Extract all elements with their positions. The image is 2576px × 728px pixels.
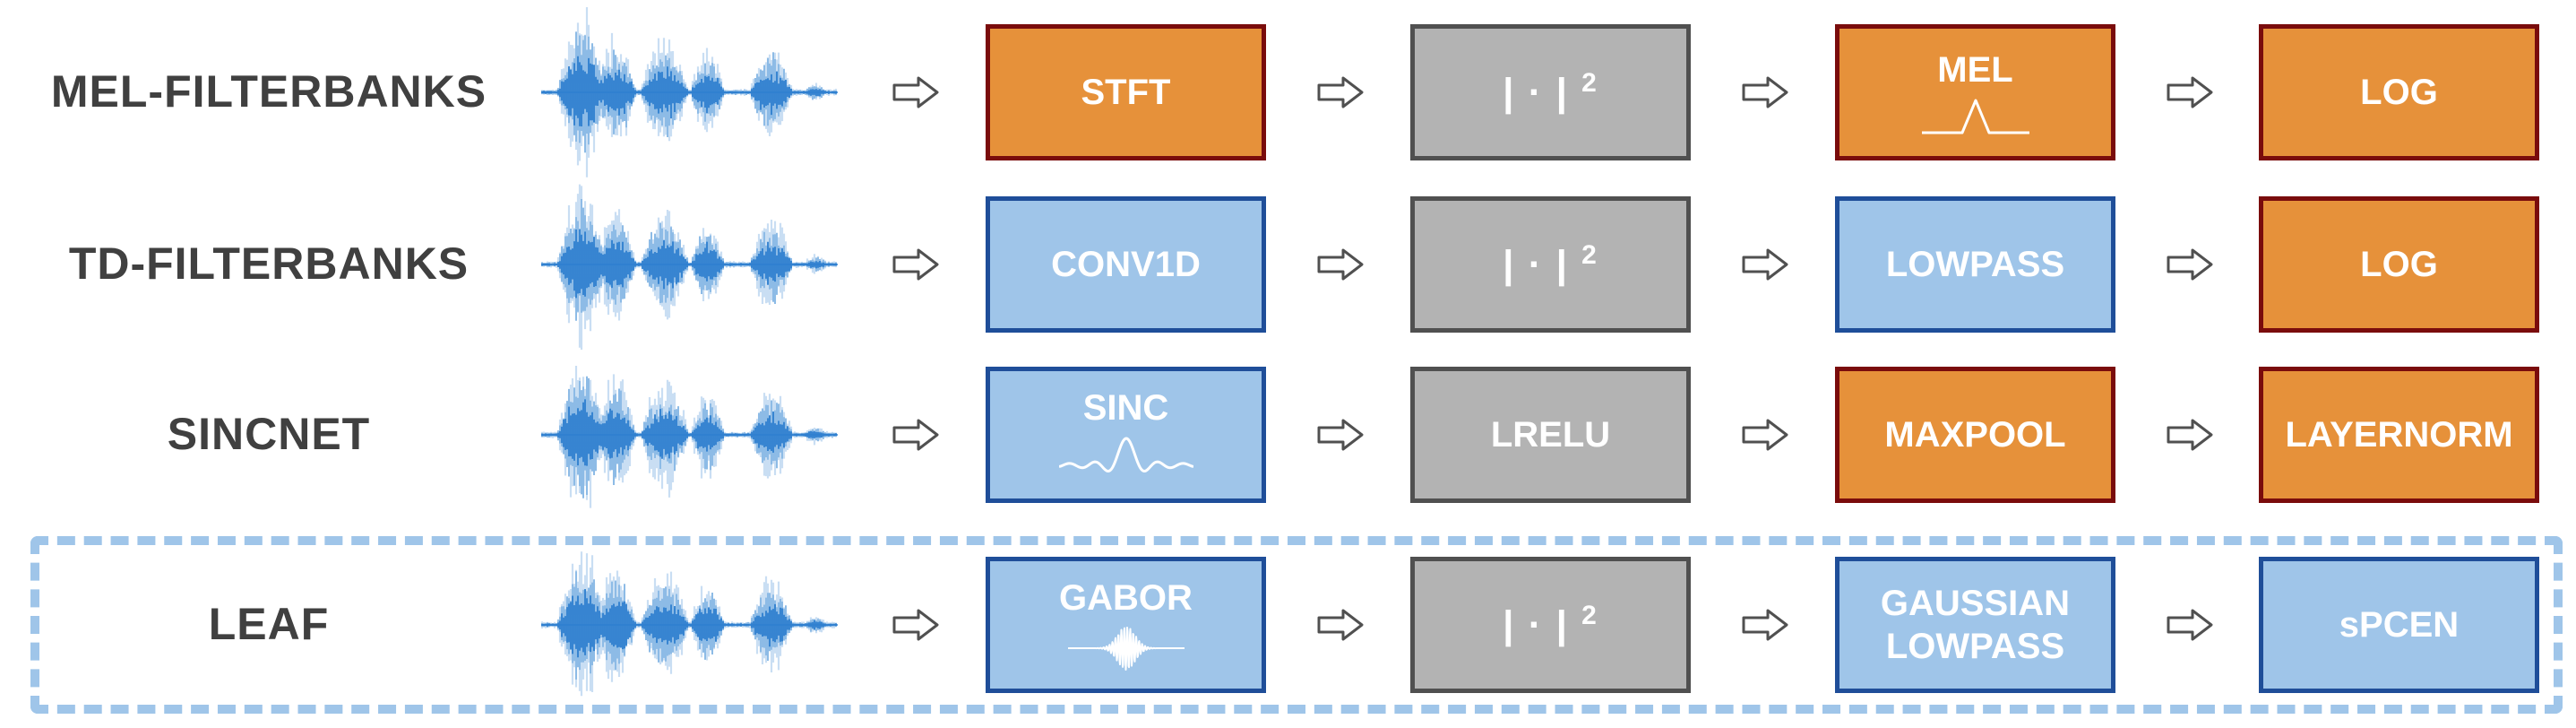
- stage-box: STFT: [986, 24, 1266, 160]
- row-label: TD-FILTERBANKS: [68, 238, 470, 289]
- audio-waveform-icon: [540, 366, 838, 508]
- stage-box: | · | 2: [1410, 557, 1691, 693]
- flow-arrow-icon: [1317, 248, 1364, 281]
- stage-label: GABOR: [1059, 578, 1193, 618]
- stage-label-line: GAUSSIAN: [1880, 584, 2071, 623]
- flow-arrow-icon: [892, 248, 939, 281]
- stage-label: LOG: [2360, 73, 2438, 112]
- flow-arrow-icon: [1317, 76, 1364, 108]
- audio-waveform-icon: [540, 184, 838, 350]
- stage-box: LOG: [2259, 196, 2539, 333]
- stage-box: LRELU: [1410, 367, 1691, 503]
- gabor-wavelet-icon: [1067, 626, 1185, 671]
- leaf-highlight-frame: [30, 536, 2563, 714]
- stage-box: MEL: [1835, 24, 2115, 160]
- stage-label: sPCEN: [2339, 605, 2460, 645]
- sinc-wave-icon: [1058, 437, 1193, 473]
- stage-box: SINC: [986, 367, 1266, 503]
- flow-arrow-icon: [892, 419, 939, 451]
- row-label: LEAF: [208, 599, 330, 649]
- stage-box: GAUSSIAN LOWPASS: [1835, 557, 2115, 693]
- stage-box: MAXPOOL: [1835, 367, 2115, 503]
- flow-arrow-icon: [1742, 609, 1788, 641]
- stage-box: sPCEN: [2259, 557, 2539, 693]
- stage-box: | · | 2: [1410, 24, 1691, 160]
- audio-waveform-icon: [540, 7, 838, 178]
- flow-arrow-icon: [2167, 248, 2213, 281]
- power-superscript: 2: [1581, 68, 1598, 99]
- stage-box: | · | 2: [1410, 196, 1691, 333]
- stage-box: GABOR: [986, 557, 1266, 693]
- stage-label: MEL: [1937, 50, 2013, 90]
- flow-arrow-icon: [892, 609, 939, 641]
- stage-label: LOWPASS: [1885, 245, 2065, 284]
- stage-label: MAXPOOL: [1884, 415, 2066, 455]
- flow-arrow-icon: [2167, 419, 2213, 451]
- stage-label: STFT: [1081, 73, 1171, 112]
- stage-label: SINC: [1082, 388, 1169, 428]
- stage-label: | · | 2: [1503, 600, 1598, 649]
- power-superscript: 2: [1581, 601, 1598, 631]
- flow-arrow-icon: [1317, 609, 1364, 641]
- abs-bars: | · |: [1503, 70, 1569, 115]
- stage-label: LAYERNORM: [2285, 415, 2513, 455]
- stage-label-line: LOWPASS: [1885, 627, 2065, 666]
- flow-arrow-icon: [1742, 76, 1788, 108]
- flow-arrow-icon: [892, 76, 939, 108]
- row-label: MEL-FILTERBANKS: [50, 66, 487, 117]
- power-superscript: 2: [1581, 240, 1598, 271]
- flow-arrow-icon: [1742, 248, 1788, 281]
- abs-bars: | · |: [1503, 242, 1569, 287]
- flow-arrow-icon: [1742, 419, 1788, 451]
- row-label: SINCNET: [167, 409, 371, 459]
- audio-waveform-icon: [540, 551, 838, 697]
- flow-arrow-icon: [2167, 76, 2213, 108]
- stage-box: LOG: [2259, 24, 2539, 160]
- stage-box: LAYERNORM: [2259, 367, 2539, 503]
- stage-label: LRELU: [1490, 415, 1611, 455]
- abs-bars: | · |: [1503, 602, 1569, 647]
- stage-label: CONV1D: [1051, 245, 1201, 284]
- stage-box: CONV1D: [986, 196, 1266, 333]
- flow-arrow-icon: [2167, 609, 2213, 641]
- stage-label: LOG: [2360, 245, 2438, 284]
- stage-box: LOWPASS: [1835, 196, 2115, 333]
- flow-arrow-icon: [1317, 419, 1364, 451]
- stage-label: | · | 2: [1503, 239, 1598, 289]
- stage-label: | · | 2: [1503, 67, 1598, 117]
- stage-label: GAUSSIAN LOWPASS: [1881, 582, 2070, 668]
- mel-triangle-icon: [1921, 99, 2029, 134]
